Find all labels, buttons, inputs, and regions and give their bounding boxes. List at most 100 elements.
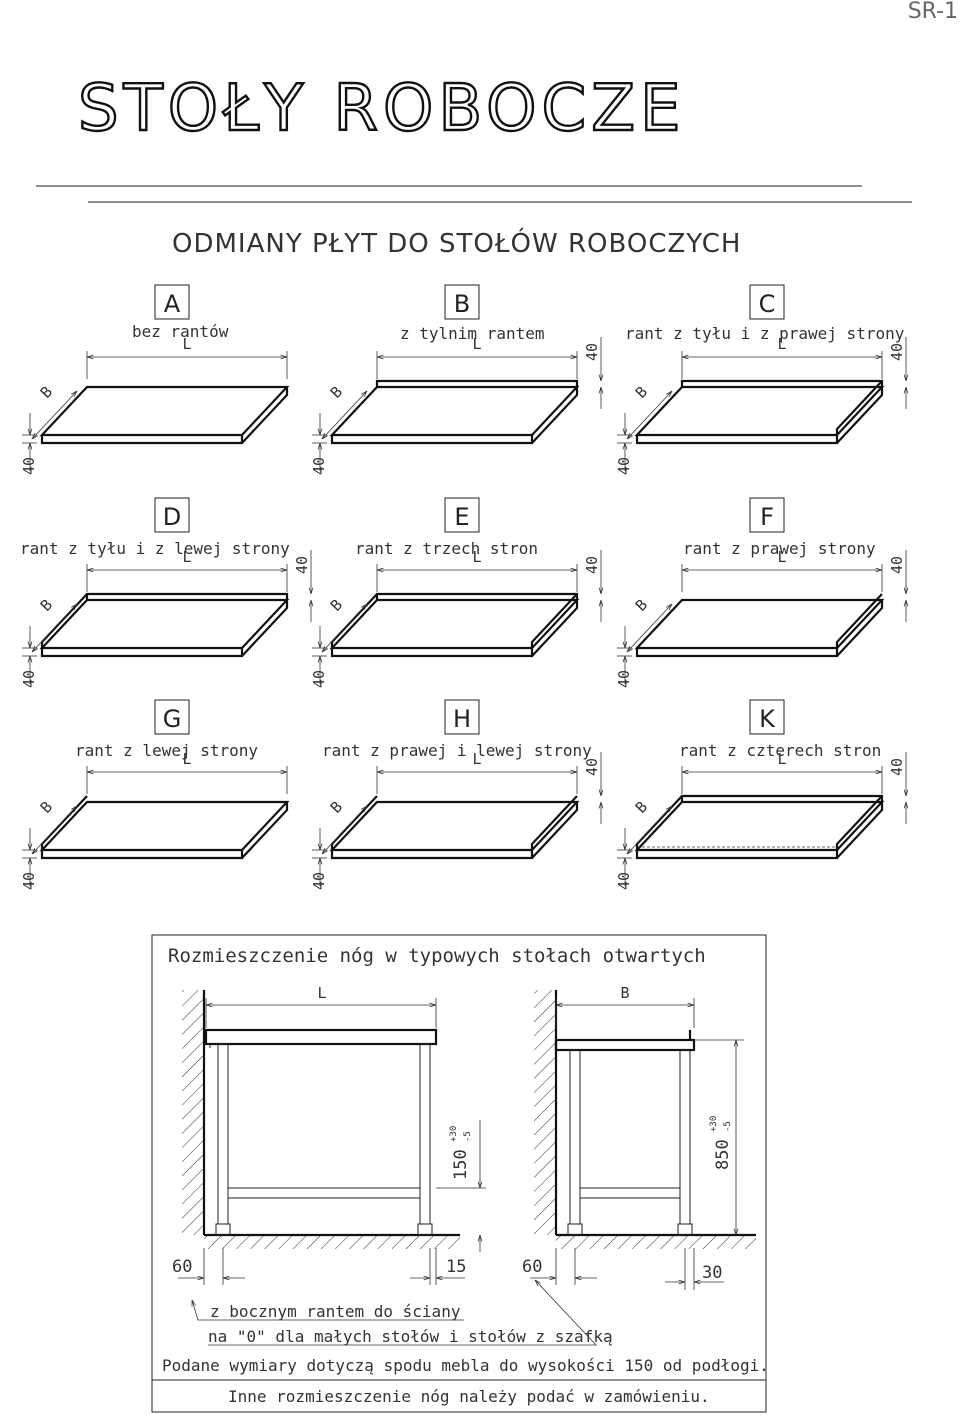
front-view: L 150 +30 -5 60 15 <box>172 984 486 1285</box>
variant-d-dim-l: L <box>182 548 191 566</box>
variant-g-plate-top <box>39 800 290 852</box>
variant-d-letter-box <box>154 497 190 533</box>
variant-f-dim-rim: 40 <box>888 556 906 574</box>
variant-k-dim-l: L <box>777 750 786 768</box>
variant-h-letter: H <box>453 705 471 733</box>
variant-k-plate-top <box>634 800 885 852</box>
note-side-rim: z bocznym rantem do ściany <box>210 1302 461 1321</box>
variant-b-plate-top <box>329 385 580 437</box>
floor-hatch-left <box>204 1235 460 1249</box>
variant-f-dim-l: L <box>777 548 786 566</box>
page-title: STOŁY ROBOCZE <box>78 72 685 146</box>
dim-150-tol-minus: -5 <box>463 1131 473 1142</box>
variant-h-dim-b-line <box>322 806 367 854</box>
variant-e-dim-b-line <box>322 604 367 652</box>
variant-d-dim-b: B <box>37 596 56 615</box>
variant-c-letter-box <box>749 284 785 320</box>
variant-g-dim-l: L <box>182 750 191 768</box>
foot-left <box>215 1223 231 1236</box>
variant-k-description: rant z czterech stron <box>679 741 881 760</box>
variant-b-description: z tylnim rantem <box>400 324 545 343</box>
variant-d-plate-top <box>39 598 290 650</box>
variant-h-dim-rim: 40 <box>583 758 601 776</box>
leg-front <box>679 1049 691 1225</box>
footer-note-1: Podane wymiary dotyczą spodu mebla do wy… <box>162 1356 769 1375</box>
variant-d-dim-rim: 40 <box>293 556 311 574</box>
variant-a-letter: A <box>164 290 181 318</box>
variant-f-dim-b: B <box>632 596 651 615</box>
wall-hatch-right <box>534 990 556 1235</box>
note-leader-1 <box>192 1300 464 1321</box>
variant-e-dim-b: B <box>327 596 346 615</box>
variant-g-description: rant z lewej strony <box>75 741 258 760</box>
variant-d-letter: D <box>163 503 181 531</box>
variant-k-dim-b: B <box>632 798 651 817</box>
variant-g-letter-box <box>154 699 190 735</box>
foot-back <box>567 1223 583 1236</box>
variant-b-letter: B <box>454 290 470 318</box>
leg-right <box>419 1043 431 1225</box>
variant-b-letter-box <box>444 284 480 320</box>
legs-heading: Rozmieszczenie nóg w typowych stołach ot… <box>168 945 706 967</box>
variant-e-rim-back <box>375 592 579 600</box>
variant-a-dim-b-line <box>32 391 77 439</box>
variant-c-dim-rim: 40 <box>888 343 906 361</box>
variant-f-dim-b-line <box>627 604 672 652</box>
variant-b-dim-rim: 40 <box>583 343 601 361</box>
variant-b-dim-h: 40 <box>310 457 328 475</box>
leg-left <box>217 1043 229 1225</box>
variant-c-dim-b: B <box>632 383 651 402</box>
variant-f-rim-right <box>835 593 883 648</box>
variant-c-dim-b-line <box>627 391 672 439</box>
variant-e-letter-box <box>444 497 480 533</box>
table-top-front <box>204 1028 438 1046</box>
variant-g-dim-b-line <box>32 806 77 854</box>
variant-g-letter: G <box>163 705 182 733</box>
variant-f-letter: F <box>760 503 774 531</box>
note-small-tables: na "0" dla małych stołów i stołów z szaf… <box>208 1327 613 1346</box>
variant-h-rim-right <box>530 795 578 850</box>
legs-frame <box>151 934 767 1413</box>
variant-c-letter: C <box>759 290 776 318</box>
variant-b-dim-l: L <box>472 335 481 353</box>
foot-front <box>677 1223 693 1236</box>
variant-e-description: rant z trzech stron <box>355 539 538 558</box>
variant-a-description: bez rantów <box>132 322 229 341</box>
crossbar-front <box>227 1187 421 1199</box>
variant-c-dim-l: L <box>777 335 786 353</box>
variant-e-dim-l: L <box>472 548 481 566</box>
variant-k-dim-rim: 40 <box>888 758 906 776</box>
variant-h-letter-box <box>444 699 480 735</box>
variant-c-rim-back <box>680 379 884 387</box>
dim-15: 15 <box>446 1257 466 1277</box>
wall-hatch-left <box>182 990 204 1235</box>
variant-c-plate-top <box>634 385 885 437</box>
dim-60-left: 60 <box>172 1257 192 1277</box>
variant-e-plate-top <box>329 598 580 650</box>
dim-850-tol-plus: +30 <box>709 1116 719 1132</box>
variant-b-dim-b: B <box>327 383 346 402</box>
sheet-ref: SR-1 <box>908 0 958 24</box>
variant-c-rim-right <box>835 380 883 435</box>
variant-b-rim-back <box>375 379 579 387</box>
variant-d-rim-back <box>85 592 289 600</box>
dim-30: 30 <box>702 1263 722 1283</box>
foot-right <box>417 1223 433 1236</box>
variant-h-dim-h: 40 <box>310 872 328 890</box>
variant-a-plate-top <box>39 385 290 437</box>
note-leader-2 <box>208 1280 597 1346</box>
variant-a-dim-l: L <box>182 335 191 353</box>
variant-h-dim-l: L <box>472 750 481 768</box>
variant-e-rim-right <box>530 593 578 648</box>
variant-f-letter-box <box>749 497 785 533</box>
side-view: B 850 +30 -5 60 30 <box>522 984 756 1290</box>
table-top-side <box>554 1038 696 1052</box>
dim-150-tol-plus: +30 <box>449 1126 459 1142</box>
variant-e-dim-h: 40 <box>310 670 328 688</box>
variant-a-dim-h: 40 <box>20 457 38 475</box>
variant-a-letter-box <box>154 284 190 320</box>
variant-c-description: rant z tyłu i z prawej strony <box>625 324 905 343</box>
variant-f-description: rant z prawej strony <box>683 539 876 558</box>
dim-850-tol-minus: -5 <box>723 1121 733 1132</box>
